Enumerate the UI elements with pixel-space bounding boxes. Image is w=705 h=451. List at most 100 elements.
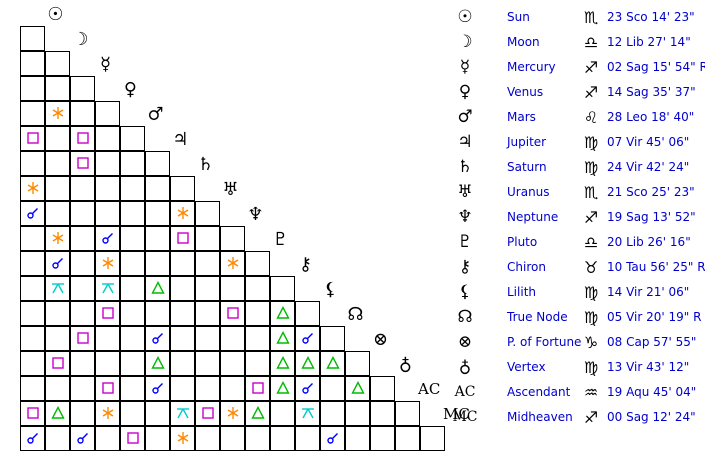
grid-cell xyxy=(195,226,220,251)
legend-row-vertex: ♁Vertex♍13 Vir 43' 12" xyxy=(450,355,705,380)
square-aspect-icon xyxy=(95,376,120,401)
grid-cell xyxy=(270,276,295,301)
grid-cell xyxy=(170,326,195,351)
legend-position: 12 Lib 27' 14" xyxy=(607,35,691,49)
grid-cell xyxy=(70,151,95,176)
grid-cell xyxy=(20,301,45,326)
grid-cell xyxy=(170,201,195,226)
grid-cell xyxy=(195,401,220,426)
grid-cell xyxy=(70,351,95,376)
zodiac-sign-icon: ♑ xyxy=(583,333,599,352)
mercury-grid-glyph: ☿ xyxy=(99,54,112,75)
grid-cell xyxy=(120,351,145,376)
grid-cell xyxy=(170,251,195,276)
quincunx-aspect-icon xyxy=(45,276,70,301)
grid-cell xyxy=(145,426,170,451)
grid-cell xyxy=(245,376,270,401)
zodiac-sign-icon: ♐ xyxy=(583,58,599,77)
grid-cell xyxy=(120,201,145,226)
grid-cell xyxy=(270,426,295,451)
conjunction-aspect-icon xyxy=(70,426,95,451)
square-aspect-icon xyxy=(20,401,45,426)
grid-cell xyxy=(295,301,320,326)
grid-cell xyxy=(220,251,245,276)
legend-position: 19 Aqu 45' 04" xyxy=(607,385,697,399)
square-aspect-icon xyxy=(245,376,270,401)
grid-cell xyxy=(245,326,270,351)
grid-cell xyxy=(345,401,370,426)
grid-cell xyxy=(120,301,145,326)
grid-cell xyxy=(95,276,120,301)
grid-cell xyxy=(45,351,70,376)
grid-cell xyxy=(120,326,145,351)
legend-name: Venus xyxy=(507,85,544,99)
venus-grid-glyph: ♀ xyxy=(123,79,138,100)
square-aspect-icon xyxy=(45,351,70,376)
sextile-aspect-icon xyxy=(95,401,120,426)
grid-cell xyxy=(20,276,45,301)
grid-cell xyxy=(95,351,120,376)
grid-cell xyxy=(145,376,170,401)
zodiac-sign-icon: ♍ xyxy=(583,158,599,177)
sextile-aspect-icon xyxy=(170,426,195,451)
legend-name: Moon xyxy=(507,35,540,49)
grid-cell xyxy=(45,201,70,226)
grid-cell xyxy=(20,26,45,51)
grid-cell xyxy=(45,326,70,351)
grid-cell xyxy=(45,376,70,401)
sextile-aspect-icon xyxy=(45,101,70,126)
zodiac-sign-icon: ♌ xyxy=(583,108,599,127)
grid-cell xyxy=(220,376,245,401)
grid-cell xyxy=(295,376,320,401)
grid-cell xyxy=(20,126,45,151)
conjunction-aspect-icon xyxy=(145,376,170,401)
grid-cell xyxy=(295,326,320,351)
legend-name: Mercury xyxy=(507,60,556,74)
conjunction-aspect-icon xyxy=(45,251,70,276)
legend-name: Neptune xyxy=(507,210,559,224)
saturn-grid-glyph: ♄ xyxy=(197,154,214,175)
legend-row-mercury: ☿Mercury♐02 Sag 15' 54" R xyxy=(450,55,705,80)
grid-cell xyxy=(95,151,120,176)
grid-cell xyxy=(95,251,120,276)
conjunction-aspect-icon xyxy=(20,426,45,451)
trine-aspect-icon xyxy=(320,351,345,376)
zodiac-sign-icon: ♏ xyxy=(583,183,599,202)
quincunx-aspect-icon xyxy=(295,401,320,426)
grid-cell xyxy=(220,326,245,351)
legend-name: Sun xyxy=(507,10,530,24)
grid-cell xyxy=(45,251,70,276)
sun-icon: ☉ xyxy=(457,7,473,27)
grid-cell xyxy=(245,401,270,426)
grid-cell xyxy=(120,276,145,301)
grid-cell xyxy=(20,176,45,201)
mercury-icon: ☿ xyxy=(459,57,471,77)
grid-cell xyxy=(145,251,170,276)
legend-row-mars: ♂Mars♌28 Leo 18' 40" xyxy=(450,105,705,130)
grid-cell xyxy=(20,151,45,176)
legend-position: 05 Vir 20' 19" R xyxy=(607,310,702,324)
legend-name: Lilith xyxy=(507,285,536,299)
grid-cell xyxy=(320,376,345,401)
square-aspect-icon xyxy=(120,426,145,451)
mars-grid-glyph: ♂ xyxy=(147,104,164,125)
grid-cell xyxy=(120,226,145,251)
grid-cell xyxy=(120,126,145,151)
vertex-icon: ♁ xyxy=(458,357,472,377)
jupiter-icon: ♃ xyxy=(457,132,473,152)
legend-row-moon: ☽Moon♎12 Lib 27' 14" xyxy=(450,30,705,55)
legend-name: P. of Fortune xyxy=(507,335,582,349)
grid-cell xyxy=(270,401,295,426)
grid-cell xyxy=(20,51,45,76)
grid-cell xyxy=(220,401,245,426)
grid-cell xyxy=(70,226,95,251)
grid-cell xyxy=(70,301,95,326)
legend-position: 14 Sag 35' 37" xyxy=(607,85,696,99)
zodiac-sign-icon: ♎ xyxy=(583,233,599,252)
grid-cell xyxy=(20,401,45,426)
sextile-aspect-icon xyxy=(45,226,70,251)
grid-cell xyxy=(45,401,70,426)
grid-cell xyxy=(345,376,370,401)
